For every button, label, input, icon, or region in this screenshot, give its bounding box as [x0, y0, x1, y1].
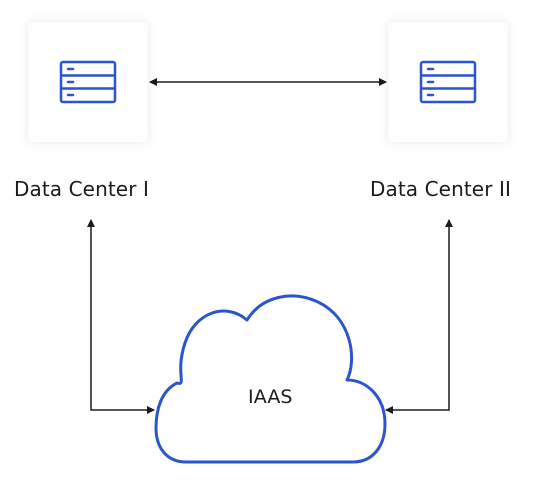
data-center-2-label: Data Center II	[370, 177, 511, 201]
edge-dc1-cloud	[87, 219, 155, 414]
cloud-icon	[154, 294, 387, 464]
data-center-2-card	[388, 22, 508, 142]
data-center-1-label: Data Center I	[14, 177, 149, 201]
server-rack-icon	[419, 60, 477, 104]
edge-dc2-cloud	[385, 219, 453, 414]
data-center-1-card	[28, 22, 148, 142]
server-rack-icon	[59, 60, 117, 104]
cloud-label: IAAS	[248, 386, 293, 408]
